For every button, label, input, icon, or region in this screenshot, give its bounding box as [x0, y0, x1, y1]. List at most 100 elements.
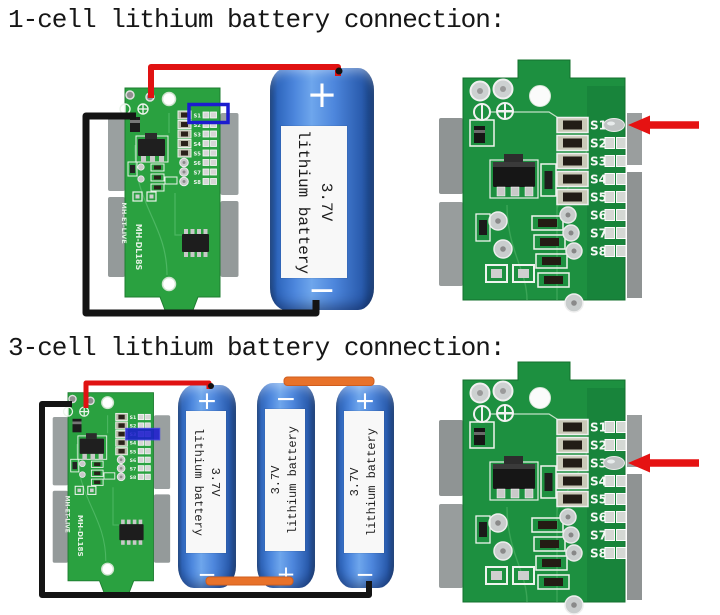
regulator-chip — [138, 139, 165, 156]
regulator-chip — [493, 464, 535, 489]
pad-label: S4 — [590, 475, 607, 489]
pad-outline — [512, 264, 535, 283]
solder-pad — [616, 511, 627, 523]
resistor-outline — [540, 163, 557, 197]
solder-pad — [144, 413, 151, 421]
battery-top-terminal-label: + — [196, 386, 218, 415]
battery-cell-2a: + 3.7V lithium battery − — [178, 385, 236, 588]
display-edge — [439, 118, 463, 194]
pad-label: S4 — [590, 173, 607, 187]
battery-voltage-label: 3.7V — [269, 465, 283, 495]
solder-pad — [202, 111, 210, 119]
mounting-hole — [161, 91, 177, 107]
battery-chemistry-label: lithium battery — [294, 129, 312, 275]
solder-pad — [137, 413, 144, 421]
pad-label: S5 — [194, 151, 202, 157]
positive-wire-hole — [86, 396, 95, 406]
solder-pad — [604, 511, 615, 523]
pad-label: S2 — [590, 439, 607, 453]
mounting-hole — [529, 85, 551, 107]
pad-label: S3 — [590, 155, 607, 169]
battery-voltage-label: 3.7V — [317, 182, 335, 222]
pad-outline — [512, 566, 535, 585]
display-edge — [439, 420, 463, 496]
mounting-hole — [101, 562, 115, 576]
solder-pad — [210, 111, 217, 119]
solder-pad — [202, 130, 210, 138]
battery-chemistry-label: lithium battery — [191, 427, 205, 537]
solder-pad — [202, 159, 210, 166]
pad-label: S8 — [130, 475, 137, 481]
battery-bottom-terminal-label: + — [276, 562, 296, 588]
solder-pad — [137, 473, 144, 480]
battery-chemistry-label: lithium battery — [365, 427, 379, 537]
solder-pad — [210, 159, 217, 166]
battery-bottom-terminal-label: − — [197, 562, 217, 588]
pad-label: S7 — [130, 466, 137, 472]
silkscreen-brand-label: MH-ET-LIVE — [63, 496, 69, 533]
battery-bottom-terminal-label: − — [355, 562, 375, 588]
pad-label: S3 — [194, 132, 202, 138]
battery-top-terminal-label: + — [306, 73, 338, 116]
solder-pad — [144, 422, 151, 429]
display-edge — [153, 494, 171, 563]
display-edge — [627, 474, 642, 600]
battery-cell-1: + 3.7V lithium battery − — [270, 68, 374, 310]
pad-label: S5 — [130, 449, 137, 455]
pad-label: S1 — [590, 421, 607, 435]
red-arrow-icon — [628, 453, 699, 473]
pad-label: S3 — [590, 457, 607, 471]
solder-pad — [616, 547, 627, 559]
pad-label: S1 — [130, 415, 137, 421]
display-edge — [439, 202, 463, 286]
display-edge — [627, 415, 642, 467]
display-edge — [108, 115, 125, 191]
battery-chemistry-label: lithium battery — [286, 425, 300, 535]
pad-label: S7 — [590, 529, 607, 543]
driver-chip — [182, 234, 209, 252]
mounting-hole — [529, 387, 551, 409]
solder-pad — [604, 245, 615, 257]
pad-highlight-box — [125, 427, 161, 441]
pad-label: S1 — [194, 113, 202, 119]
pad-outline — [485, 264, 508, 283]
pad-label: S4 — [194, 142, 202, 148]
solder-pad — [604, 529, 615, 541]
solder-pad — [604, 137, 615, 149]
resistor-outline — [537, 574, 570, 590]
solder-pad — [210, 178, 217, 185]
silkscreen-model-label: MH-DL18S — [76, 515, 85, 557]
solder-pad — [616, 529, 627, 541]
solder-pad — [616, 439, 627, 451]
pad-label: S6 — [590, 209, 607, 223]
solder-pad — [604, 475, 615, 487]
silkscreen-brand-label: MH-ET-LIVE — [120, 202, 128, 243]
battery-label: 3.7V lithium battery — [344, 411, 384, 553]
pad-label: S4 — [130, 441, 137, 447]
resistor-outline — [475, 213, 491, 242]
diode-outline — [469, 421, 495, 449]
solder-pad — [604, 547, 615, 559]
solder-pad — [604, 493, 615, 505]
pad-label: S6 — [194, 161, 202, 167]
solder-pad — [137, 448, 144, 455]
pad-outline — [485, 566, 508, 585]
regulator-chip — [493, 162, 535, 187]
solder-pad — [137, 465, 144, 472]
solder-pad — [202, 149, 210, 157]
solder-bridge — [603, 456, 625, 470]
positive-wire-hole — [145, 92, 155, 102]
solder-pad — [616, 137, 627, 149]
battery-top-terminal-label: − — [275, 384, 297, 413]
battery-top-terminal-label: + — [354, 386, 376, 415]
pad-label: S5 — [590, 493, 607, 507]
solder-pad — [210, 130, 217, 138]
pad-label: S8 — [194, 180, 202, 186]
pad-label: S5 — [590, 191, 607, 205]
resistor-outline — [535, 253, 568, 269]
